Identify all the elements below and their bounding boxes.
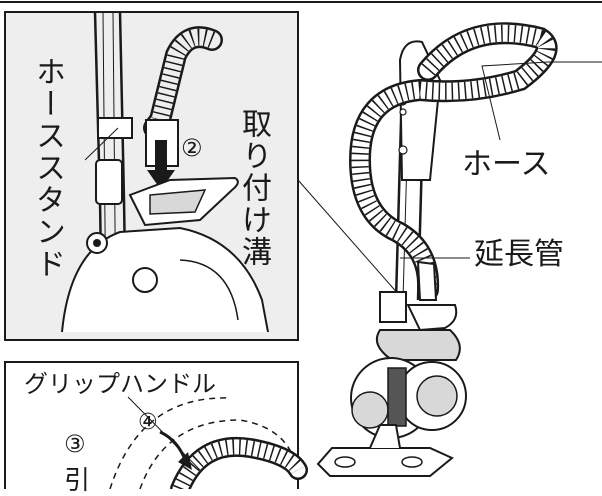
pull-label: 引 (64, 466, 91, 496)
step-4-label: ④ (138, 410, 158, 435)
extension-pipe-label: 延長管 (474, 237, 564, 272)
step-3-label: ③ (64, 430, 86, 458)
detail-panel-grip-handle (4, 361, 308, 489)
vacuum-main-unit (316, 22, 558, 477)
grip-handle-label: グリップハンドル (24, 370, 216, 398)
connector-line (297, 179, 401, 297)
hose-label: ホース (462, 147, 551, 182)
step-2-label: ② (181, 134, 203, 162)
hose-leader (481, 61, 602, 141)
hose-stand-label: ホーススタンド (30, 56, 65, 280)
mounting-groove-label: 取り付け溝 (236, 108, 271, 268)
detail-panel-hose-stand (4, 11, 299, 341)
